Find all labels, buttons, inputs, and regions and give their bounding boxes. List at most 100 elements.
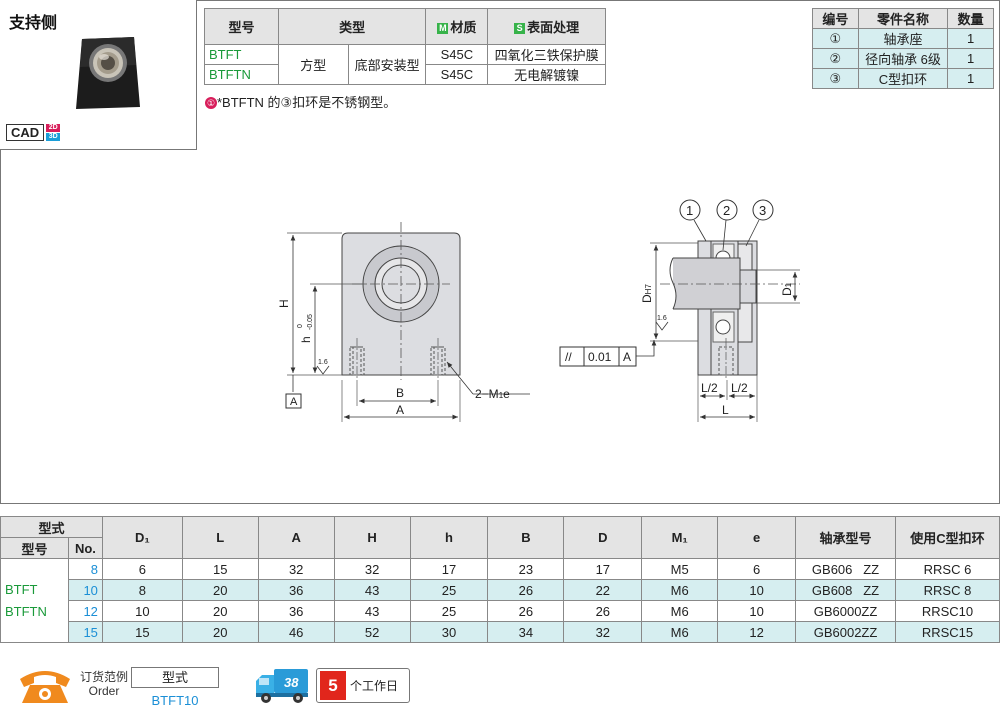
parts-name: 径向轴承 6级 (857, 48, 949, 69)
parts-no: ③ (812, 68, 859, 89)
dims-no[interactable]: 10 (67, 579, 103, 601)
dims-header-bearing: 轴承型号 (795, 516, 896, 559)
dims-model-btft[interactable]: BTFT (5, 581, 38, 597)
dims-cell: 17 (563, 558, 643, 580)
dims-cell: 32 (563, 621, 643, 643)
callout-1: 1 (686, 203, 693, 218)
dims-header-B: B (487, 516, 565, 559)
spec-note: ①*BTFTN 的③扣环是不锈钢型。 (205, 92, 396, 111)
dims-header-L: L (181, 516, 259, 559)
material-tag-icon: M (437, 23, 449, 34)
delivery-days: 5 个工作日 (316, 668, 410, 703)
dim-L: L (722, 403, 729, 417)
dims-cell: 25 (409, 579, 489, 601)
dims-models[interactable]: BTFT BTFTN (0, 558, 69, 643)
dims-cell: 15 (101, 621, 183, 643)
datum-A: A (290, 396, 298, 408)
dims-header-H: H (333, 516, 411, 559)
dims-header-model: 型号 (0, 537, 69, 559)
dims-cell: 43 (333, 579, 411, 601)
dims-cell: 26 (487, 600, 565, 622)
dims-header-M1: M₁ (641, 516, 719, 559)
dimension-table: 型式 D₁ L A H h B D M₁ e 轴承型号 使用C型扣环 型号 No… (0, 516, 1000, 643)
order-label: 订货范例 Order (80, 670, 128, 698)
dims-cell: RRSC 6 (895, 558, 1000, 580)
parts-row: ② 径向轴承 6级 1 (812, 48, 994, 69)
dim-A: A (396, 403, 404, 417)
dims-header-e: e (717, 516, 797, 559)
delivery-days-text: 个工作日 (350, 679, 399, 693)
dims-cell: 34 (487, 621, 565, 643)
tolerance-value: 0.01 (588, 350, 612, 364)
dims-cell: 52 (333, 621, 411, 643)
dims-cell: 36 (257, 579, 335, 601)
parts-no: ② (812, 48, 859, 69)
cad-3d-tag[interactable]: 3D (46, 133, 61, 141)
dim-L-half-left: L/2 (701, 381, 718, 395)
front-view: H h 0 -0.05 1.6 A B A 2−M1e (277, 222, 530, 422)
roughness-label-2: 1.6 (657, 315, 667, 322)
dims-cell: 10 (717, 579, 797, 601)
spec-row: BTFT 方型 底部安装型 S45C 四氧化三铁保护膜 (204, 44, 606, 85)
table-row: 10 8 20 36 43 25 26 22 M6 10 GB608 ZZ RR… (1, 579, 1000, 601)
roughness-icon-2 (655, 321, 669, 331)
delivery-days-number: 5 (320, 671, 346, 700)
dims-cell: GB606 ZZ (795, 558, 896, 580)
order-example-value[interactable]: BTFT10 (151, 693, 199, 708)
dims-no[interactable]: 12 (67, 600, 103, 622)
order-footer: 订货范例 Order 型式 BTFT10 38 5 个工作日 (0, 655, 1000, 712)
surface-tag-icon: S (514, 23, 526, 34)
dims-cell: GB6002ZZ (795, 621, 896, 643)
product-title: 支持侧 (9, 15, 58, 32)
table-row: BTFT BTFTN 8 6 15 32 32 17 23 17 M5 6 GB… (0, 558, 1000, 643)
dims-cell: 30 (409, 621, 489, 643)
dim-L-half-right: L/2 (731, 381, 748, 395)
dims-cell: 17 (409, 558, 489, 580)
product-photo (76, 37, 140, 109)
dims-cell: 6 (717, 558, 797, 580)
dims-cell: 15 (181, 558, 259, 580)
parts-table: 编号 零件名称 数量 ① 轴承座 1 ② 径向轴承 6级 1 ③ C型扣环 1 (812, 8, 994, 89)
order-header: 型式 (131, 667, 219, 688)
spec-header-model: 型号 (204, 8, 279, 45)
note-icon: ① (205, 97, 217, 109)
cad-badge[interactable]: CAD 2D 3D (6, 124, 61, 141)
dims-no[interactable]: 8 (67, 558, 103, 580)
table-row: 12 10 20 36 43 25 26 26 M6 10 GB6000ZZ R… (1, 600, 1000, 622)
dim-D1: D1 (780, 282, 794, 296)
spec-surface: 无电解镀镍 (487, 64, 606, 85)
spec-type1: 方型 (277, 44, 349, 85)
phone-icon (20, 671, 70, 703)
cad-2d-tag[interactable]: 2D (46, 124, 61, 132)
dims-cell: GB6000ZZ (795, 600, 896, 622)
parts-qty: 1 (947, 68, 994, 89)
parts-qty: 1 (947, 28, 994, 49)
truck-text: 38 (284, 675, 299, 690)
dims-cell: 10 (101, 600, 183, 622)
dims-cell: M6 (641, 600, 719, 622)
dims-cell: RRSC15 (895, 621, 1000, 643)
dim-h-upper: 0 (297, 324, 304, 328)
dims-cell: 32 (257, 558, 335, 580)
dims-cell: 26 (487, 579, 565, 601)
dims-model-btftn[interactable]: BTFTN (5, 603, 47, 619)
dims-cell: 10 (717, 600, 797, 622)
dims-cell: RRSC 8 (895, 579, 1000, 601)
dim-DH7: DH7 (640, 284, 654, 303)
spec-model[interactable]: BTFTN (204, 64, 279, 85)
dims-no[interactable]: 15 (67, 621, 103, 643)
dims-cell: RRSC10 (895, 600, 1000, 622)
spec-row: BTFTN S45C 无电解镀镍 (204, 64, 606, 85)
dims-header-A: A (257, 516, 335, 559)
roughness-icon (316, 365, 330, 375)
spec-model[interactable]: BTFT (204, 44, 279, 65)
dims-cell: 43 (333, 600, 411, 622)
dims-cell: 8 (101, 579, 183, 601)
dims-header-D: D (563, 516, 643, 559)
cad-label: CAD (6, 124, 45, 141)
note-text: *BTFTN 的③扣环是不锈钢型。 (217, 95, 397, 110)
dims-cell: 46 (257, 621, 335, 643)
dims-cell: 12 (717, 621, 797, 643)
callout-2: 2 (723, 203, 730, 218)
